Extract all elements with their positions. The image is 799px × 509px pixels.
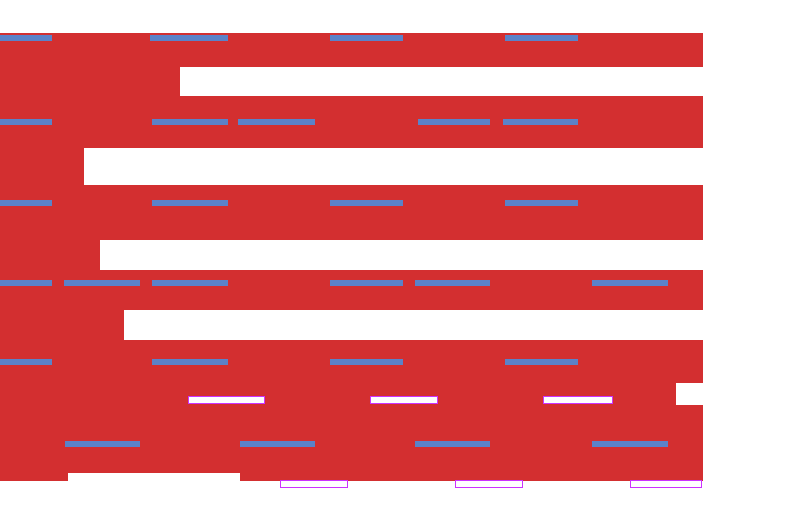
underline-r2-c4 (418, 119, 490, 125)
outline-r7-c2 (455, 480, 523, 488)
redaction-band-6 (0, 240, 100, 270)
underline-r5-c3 (330, 359, 403, 365)
underline-r4-c3 (152, 280, 228, 286)
underline-r2-c3 (238, 119, 315, 125)
outline-r5-c1 (188, 396, 265, 404)
outline-r7-c1 (280, 480, 348, 488)
redaction-band-2 (0, 67, 180, 96)
underline-r3-c4 (505, 200, 578, 206)
outline-r5-c2 (370, 396, 438, 404)
redaction-band-11 (0, 473, 68, 481)
underline-r3-c1 (0, 200, 52, 206)
underline-r4-c5 (415, 280, 490, 286)
underline-r1-c1 (0, 35, 52, 41)
underline-r2-c2 (152, 119, 228, 125)
underline-r2-c5 (503, 119, 578, 125)
underline-r6-c2 (240, 441, 315, 447)
underline-r2-c1 (0, 119, 52, 125)
redaction-band-5 (0, 185, 703, 240)
underline-r4-c4 (330, 280, 403, 286)
underline-r6-c3 (415, 441, 490, 447)
underline-r5-c1 (0, 359, 52, 365)
underline-r4-c1 (0, 280, 52, 286)
underline-r6-c1 (65, 441, 140, 447)
underline-r6-c4 (592, 441, 668, 447)
underline-r4-c2 (64, 280, 140, 286)
outline-r5-c3 (543, 396, 613, 404)
redaction-band-3 (0, 96, 703, 148)
underline-r5-c4 (505, 359, 578, 365)
underline-r1-c2 (150, 35, 228, 41)
underline-r3-c2 (152, 200, 228, 206)
outline-r7-c3 (630, 480, 702, 488)
underline-r3-c3 (330, 200, 403, 206)
redaction-band-8 (0, 310, 124, 340)
redaction-band-12 (240, 473, 703, 481)
redaction-band-4 (0, 148, 84, 185)
underline-r5-c2 (152, 359, 228, 365)
underline-r1-c4 (505, 35, 578, 41)
underline-r4-c6 (592, 280, 668, 286)
redaction-band-13 (676, 405, 703, 473)
underline-r1-c3 (330, 35, 403, 41)
redaction-band-7 (0, 270, 703, 310)
